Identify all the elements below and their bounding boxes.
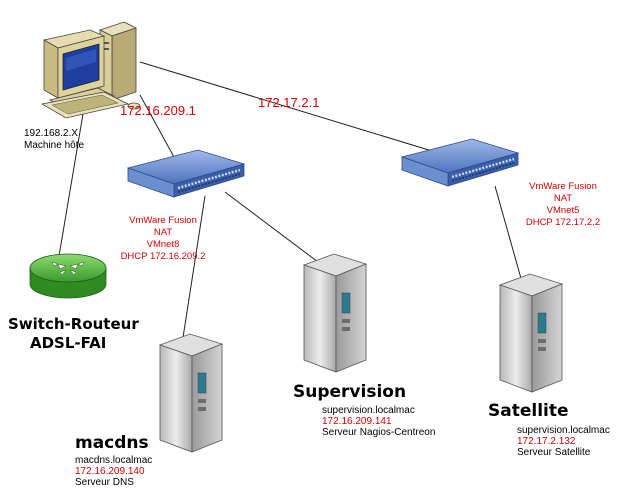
server-supervision: Supervision supervision.localmac 172.16.… [293, 253, 435, 438]
supervision-role: Serveur Nagios-Centreon [322, 427, 435, 438]
tower-server-icon [498, 273, 564, 393]
vmnet5-line2: NAT [554, 193, 572, 204]
link-host-switch2 [139, 61, 456, 159]
vmnet8-line4: DHCP 172.16.209.2 [121, 251, 206, 262]
link-switch1-supervision [224, 191, 319, 263]
host-label: Machine hôte [24, 140, 84, 151]
satellite-role: Serveur Satellite [517, 447, 591, 458]
switch-vmnet5 [400, 138, 520, 187]
network-switch-icon [400, 138, 520, 187]
vmnet5-label: VmWare Fusion NAT VMnet5 DHCP 172.17.2.2 [526, 181, 600, 228]
macdns-role: Serveur DNS [75, 477, 134, 488]
satellite-ip: 172.17.2.132 [517, 436, 576, 447]
vmnet5-line1: VmWare Fusion [529, 181, 597, 192]
link-switch2-satellite [494, 185, 523, 283]
macdns-hostname: macdns.localmac [75, 455, 152, 466]
macdns-ip: 172.16.209.140 [75, 466, 145, 477]
supervision-ip: 172.16.209.141 [322, 416, 392, 427]
router-title-line2: ADSL-FAI [30, 334, 106, 352]
router-title-line1: Switch-Routeur [8, 315, 139, 333]
link-ip-switch1: 172.16.209.1 [120, 103, 196, 118]
link-host-router [57, 107, 85, 263]
supervision-title: Supervision [293, 382, 406, 402]
server-macdns: macdns macdns.localmac 172.16.209.140 Se… [75, 333, 224, 488]
host-computer: 192.168.2.X Machine hôte [24, 21, 141, 151]
satellite-hostname: supervision.localmac [517, 425, 610, 436]
server-satellite: Satellite supervision.localmac 172.17.2.… [488, 273, 610, 458]
router-icon [29, 253, 107, 299]
link-switch1-macdns [181, 195, 206, 345]
host-ip: 192.168.2.X [24, 128, 78, 139]
macdns-title: macdns [75, 433, 149, 453]
vmnet5-line3: VMnet5 [547, 205, 580, 216]
tower-server-icon [302, 253, 368, 373]
satellite-title: Satellite [488, 401, 569, 421]
vmnet8-line2: NAT [154, 227, 172, 238]
vmnet8-label: VmWare Fusion NAT VMnet8 DHCP 172.16.209… [121, 215, 206, 262]
link-host-switch1 [139, 94, 181, 169]
switch-vmnet8 [126, 149, 246, 198]
network-switch-icon [126, 149, 246, 198]
supervision-hostname: supervision.localmac [322, 405, 415, 416]
tower-server-icon [158, 333, 224, 453]
vmnet5-line4: DHCP 172.17.2.2 [526, 217, 600, 228]
vmnet8-line3: VMnet8 [147, 239, 180, 250]
connection-lines [57, 61, 523, 345]
desktop-computer-icon [40, 21, 141, 119]
vmnet8-line1: VmWare Fusion [129, 215, 197, 226]
link-ip-switch2: 172.17.2.1 [258, 95, 319, 110]
router: Switch-Routeur ADSL-FAI [8, 253, 139, 352]
